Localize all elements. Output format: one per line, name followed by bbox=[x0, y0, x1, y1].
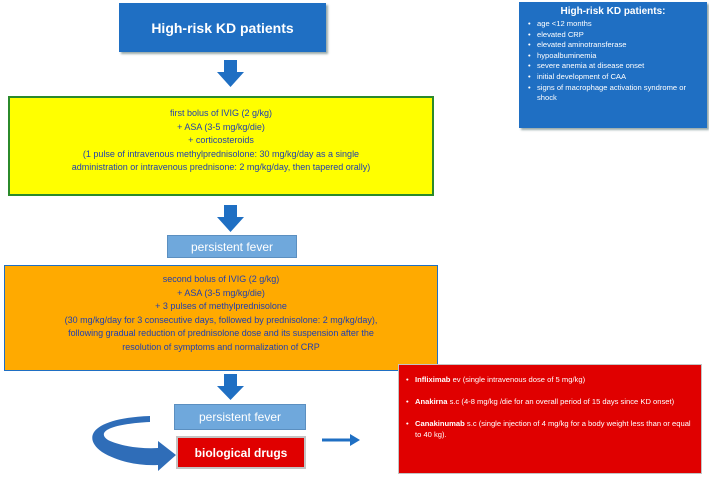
persistent-fever-label-1: persistent fever bbox=[167, 235, 297, 258]
risk-factor-item: hypoalbuminemia bbox=[528, 51, 701, 62]
treatment-line: resolution of symptoms and normalization… bbox=[122, 341, 320, 352]
drug-name: Anakirna bbox=[415, 397, 448, 406]
persistent-fever-text: persistent fever bbox=[190, 239, 274, 254]
treatment-line: administration or intravenous prednisone… bbox=[71, 162, 371, 172]
right-arrow-head-icon bbox=[350, 434, 360, 446]
drug-name: Infliximab bbox=[415, 375, 451, 384]
risk-factors-title: High-risk KD patients: bbox=[560, 6, 666, 17]
first-line-treatment-box: first bolus of IVIG (2 g/kg) + ASA (3-5 … bbox=[8, 96, 434, 196]
treatment-line: second bolus of IVIG (2 g/kg) bbox=[162, 274, 280, 284]
treatment-line: + corticosteroids bbox=[188, 135, 254, 145]
treatment-line: + 3 pulses of methylprednisolone bbox=[155, 301, 287, 311]
drug-detail: s.c (4-8 mg/kg /die for an overall perio… bbox=[447, 397, 675, 406]
title-box: High-risk KD patients bbox=[119, 3, 326, 52]
biological-drugs-list-box: Infliximab ev (single intravenous dose o… bbox=[398, 364, 702, 474]
risk-factor-item: signs of macrophage activation syndrome … bbox=[528, 83, 701, 104]
drug-detail: ev (single intravenous dose of 5 mg/kg) bbox=[450, 375, 586, 384]
title-text: High-risk KD patients bbox=[151, 19, 294, 36]
risk-factor-item: age <12 months bbox=[528, 19, 701, 30]
treatment-line: + ASA (3-5 mg/kg/die) bbox=[177, 287, 265, 298]
biological-drugs-box: biological drugs bbox=[176, 436, 306, 469]
risk-factor-item: severe anemia at disease onset bbox=[528, 61, 701, 72]
risk-factors-list: age <12 months elevated CRP elevated ami… bbox=[525, 19, 701, 104]
drug-item-infliximab: Infliximab ev (single intravenous dose o… bbox=[406, 374, 691, 385]
persistent-fever-text: persistent fever bbox=[198, 410, 282, 424]
drug-detail: s.c (single injection of 4 mg/kg for a b… bbox=[415, 419, 691, 439]
down-arrow-icon bbox=[217, 374, 244, 400]
risk-factors-box: High-risk KD patients: age <12 months el… bbox=[519, 2, 707, 128]
curved-arrow-icon bbox=[92, 416, 176, 471]
down-arrow-icon bbox=[217, 205, 244, 232]
drug-name: Canakinumab bbox=[415, 419, 465, 428]
persistent-fever-label-2: persistent fever bbox=[174, 404, 306, 430]
treatment-line: + ASA (3-5 mg/kg/die) bbox=[177, 121, 265, 132]
drug-item-canakinumab: Canakinumab s.c (single injection of 4 m… bbox=[406, 418, 691, 440]
second-line-treatment-box: second bolus of IVIG (2 g/kg) + ASA (3-5… bbox=[4, 265, 438, 371]
treatment-line: first bolus of IVIG (2 g/kg) bbox=[169, 108, 273, 118]
risk-factor-item: initial development of CAA bbox=[528, 72, 701, 83]
risk-factor-item: elevated CRP bbox=[528, 30, 701, 41]
treatment-line: (1 pulse of intravenous methylprednisolo… bbox=[82, 148, 360, 159]
drug-item-anakinra: Anakirna s.c (4-8 mg/kg /die for an over… bbox=[406, 396, 691, 407]
risk-factor-item: elevated aminotransferase bbox=[528, 40, 701, 51]
biological-drugs-text: biological drugs bbox=[194, 445, 288, 460]
treatment-line: (30 mg/kg/day for 3 consecutive days, fo… bbox=[64, 314, 378, 325]
treatment-line: following gradual reduction of prednisol… bbox=[68, 328, 374, 338]
down-arrow-icon bbox=[217, 60, 244, 87]
